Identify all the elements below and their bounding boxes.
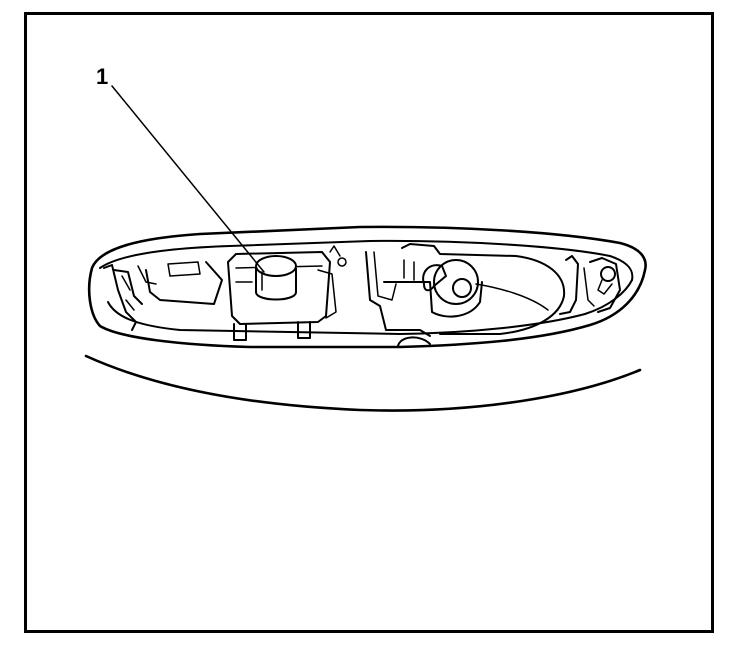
right-end-cap [589,257,621,313]
switch-housing [401,243,566,335]
terminal-pin-stem [329,245,341,257]
right-fastener-shank [597,279,613,295]
callout-leader-line [111,85,265,273]
bulb-top [255,255,297,277]
rotary-switch-arm [422,264,447,292]
socket-side-wall [317,269,337,319]
housing-outer-bezel [87,225,647,349]
left-end-cap [103,264,137,331]
left-step [167,261,201,277]
housing-inner-rim [99,239,634,281]
left-clip-2 [121,265,157,311]
terminal-pin [337,257,347,267]
switch-mounting-plate [383,281,483,318]
rotary-switch-flap [475,283,549,311]
right-end-detail [583,267,595,307]
switch-housing-lip [403,259,415,281]
callout-label-1: 1 [96,64,108,89]
rotary-switch-center [452,278,472,298]
left-inner-wall [145,261,223,305]
headliner-contour [84,354,642,412]
right-fastener-head [600,266,616,282]
right-inner-wall [559,255,579,315]
left-clip [113,269,143,305]
bezel-bottom-notch [397,336,431,347]
center-divider [365,251,431,337]
socket-lower-tabs [233,321,311,341]
center-divider-2 [373,251,397,301]
bulb-socket-block [227,251,331,325]
bulb-body [255,268,297,301]
